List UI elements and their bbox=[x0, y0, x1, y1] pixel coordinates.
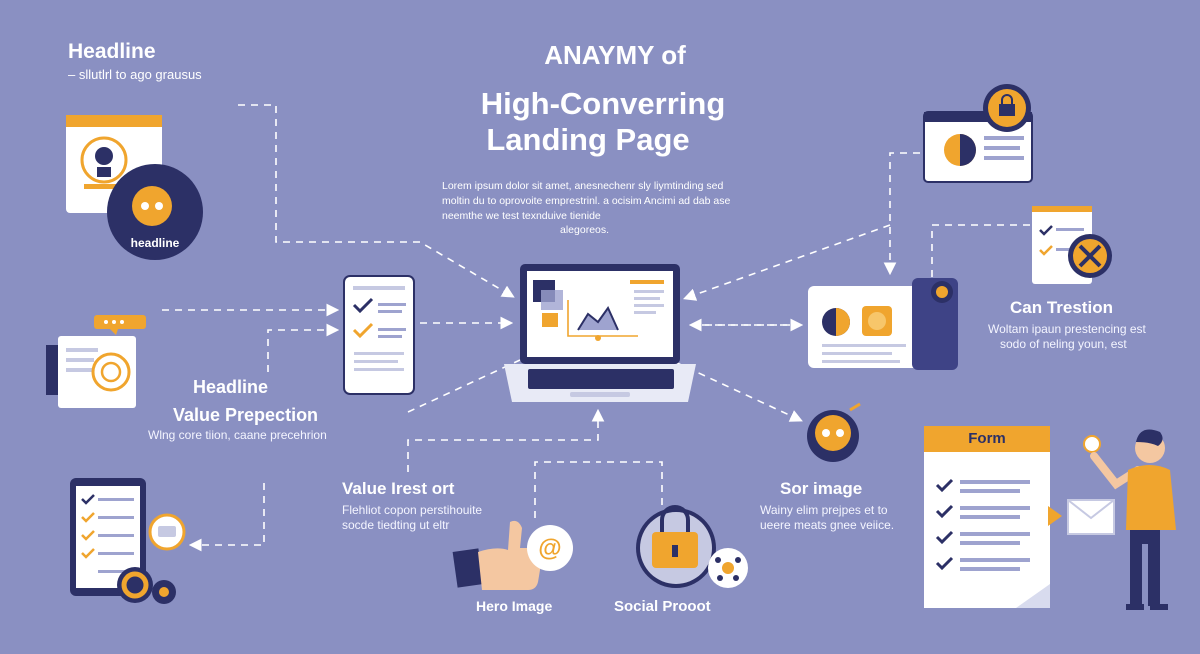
connector-right-mid bbox=[931, 224, 1030, 280]
social-proof-illustration bbox=[636, 505, 748, 588]
left-middle-caption: Wlng core tiion, caane precehrion bbox=[148, 428, 327, 442]
tablet-checklist bbox=[70, 478, 186, 604]
sor-image-icon bbox=[807, 402, 861, 462]
title-line-3: Landing Page bbox=[486, 122, 690, 157]
person-illustration bbox=[1048, 429, 1176, 610]
face-icon bbox=[132, 186, 172, 226]
connector-bottom-left bbox=[188, 483, 265, 552]
intro-line-3: neemthe we test texnduive tienide bbox=[442, 210, 601, 222]
top-left-title: Headline bbox=[68, 40, 156, 63]
sor-image-title: Sor image bbox=[780, 479, 863, 498]
bulb-icon bbox=[80, 136, 128, 184]
email-at-icon bbox=[527, 525, 573, 571]
intro-line-4: alegoreos. bbox=[560, 224, 610, 236]
left-middle-title: Headline bbox=[193, 377, 269, 397]
value-title: Value Irest ort bbox=[342, 479, 455, 498]
value-caption-2: socde tiedting ut eltr bbox=[342, 518, 450, 532]
headline-badge-label: headline bbox=[130, 236, 180, 250]
connector-headline-left bbox=[267, 323, 340, 372]
connector-top-left-to-laptop bbox=[238, 104, 515, 298]
lightbulb-icon bbox=[1083, 435, 1101, 453]
message-icon-group bbox=[46, 315, 146, 408]
top-right-card bbox=[923, 84, 1033, 183]
dashed-connectors bbox=[162, 104, 1030, 552]
hero-illustration: @ bbox=[452, 520, 573, 590]
right-middle-title: Can Trestion bbox=[1010, 298, 1113, 317]
sor-image-caption-1: Wainy elim prejpes et to bbox=[760, 503, 888, 517]
svg-text:@: @ bbox=[538, 535, 561, 562]
social-label: Social Prooot bbox=[614, 598, 711, 615]
chat-icon bbox=[91, 352, 131, 392]
checklist-card bbox=[343, 275, 415, 395]
check-icon-orange bbox=[352, 322, 374, 339]
thumbs-up-icon bbox=[478, 520, 543, 590]
tools-checklist bbox=[1032, 206, 1112, 284]
connector-right-to-laptop bbox=[682, 224, 891, 301]
hero-label: Hero Image bbox=[476, 598, 553, 614]
laptop-illustration bbox=[504, 264, 696, 402]
value-caption-1: Flehliot copon perstihouite bbox=[342, 503, 483, 517]
connector-to-sor-image bbox=[674, 361, 803, 422]
check-icon bbox=[352, 297, 374, 314]
intro-line-2: moltin du to oprovoite emprestrinl. a oc… bbox=[442, 195, 731, 207]
title-line-1: ANAYMY of bbox=[544, 40, 686, 70]
form-card bbox=[924, 426, 1050, 608]
left-middle-subtitle: Value Prepection bbox=[173, 405, 319, 425]
intro-line-1: Lorem ipsum dolor sit amet, anesnechenr … bbox=[442, 180, 724, 192]
chart-line-icon bbox=[577, 306, 619, 331]
connector-middle-bottom bbox=[407, 408, 605, 472]
sor-image-caption-2: ueere meats gnee veiice. bbox=[760, 518, 895, 532]
title-line-2: High-Converring bbox=[480, 86, 726, 121]
headline-card-group bbox=[66, 115, 203, 260]
content-card bbox=[808, 278, 958, 370]
connector-to-laptop-diagonal bbox=[407, 359, 521, 413]
sleeve bbox=[452, 548, 484, 588]
form-label: Form bbox=[968, 430, 1006, 447]
right-middle-caption-2: sodo of neling youn, est bbox=[1000, 337, 1127, 351]
connector-right-top bbox=[883, 152, 920, 276]
connector-hero bbox=[534, 461, 598, 518]
right-middle-caption-1: Woltam ipaun prestencing est bbox=[988, 322, 1146, 336]
top-left-subtitle: – sllutlrl to ago grausus bbox=[68, 67, 202, 82]
connector-social bbox=[598, 461, 663, 505]
